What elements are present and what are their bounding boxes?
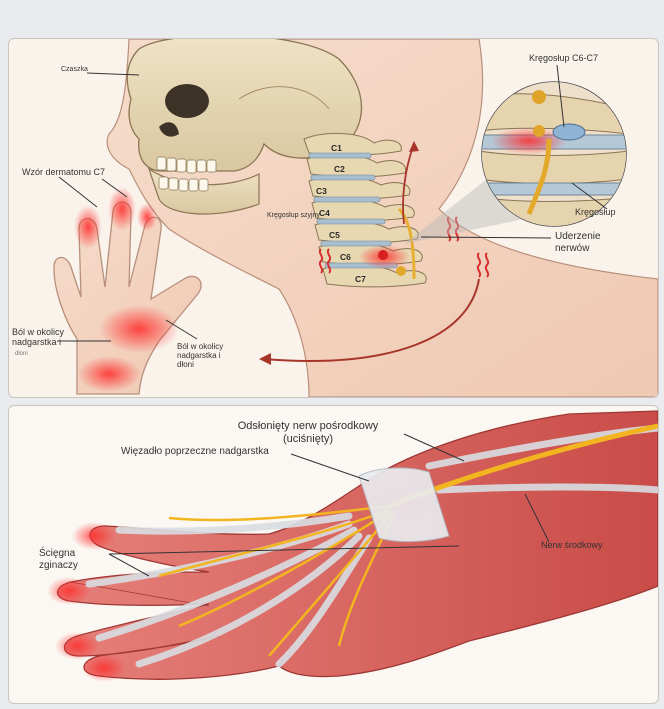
exposed-nerve-label: Odsłonięty nerw pośrodkowy (uciśnięty) [237,420,379,445]
vertebra-c5: C5 [329,230,340,240]
hand-illustration [53,187,202,395]
radiating-pain-arrow [263,278,480,362]
vertebra-c6: C6 [340,252,351,262]
upward-arrow [402,146,414,225]
transverse-carpal-ligament [358,467,450,543]
flexor-tendons [85,424,658,668]
zoom-cone [404,179,524,244]
cervical-spine-label: Kręgosłup szyjny [267,212,320,219]
arrow-head-up-icon [409,141,419,152]
skull-label: Czaszka [61,66,88,73]
wrist-pain-center-label: Ból w okolicy nadgarstka i dłoni [177,342,224,370]
flexor-tendons-label: Ścięgna zginaczy [39,548,78,571]
spine-label: Kręgosłup [575,207,616,217]
vertebra-c3: C3 [316,186,327,196]
vertebra-c1: C1 [331,143,342,153]
median-nerve-label: Nerw środkowy [541,540,603,550]
impingement-label: Uderzenie nerwów [555,231,601,254]
c6-c7-label: Kręgosłup C6-C7 [529,53,599,63]
vertebra-c7: C7 [355,274,366,284]
cervical-spine: C1 C2 C3 C4 C5 C6 C7 [303,132,427,288]
wrist-pain-left-label: Ból w okolicy nadgarstka i [12,327,65,348]
vertebra-c2: C2 [334,164,345,174]
wrist-hand-panel: Odsłonięty nerw pośrodkowy (uciśnięty) W… [8,405,659,704]
arrow-head-left-icon [259,353,271,365]
vertebra-c4: C4 [319,208,330,218]
wrist-pain-left-small: dłoni [15,351,28,357]
c6-c7-inset [481,81,627,227]
dermatome-label: Wzór dermatomu C7 [22,167,106,177]
neck-illustration: C1 C2 C3 C4 C5 C6 C7 [53,39,658,397]
hand-anatomy-illustration [47,410,658,682]
neck-spine-panel: C1 C2 C3 C4 C5 C6 C7 [8,38,659,398]
skull [126,39,362,215]
ligament-label: Więzadło poprzeczne nadgarstka [121,446,269,457]
median-nerve [158,423,658,657]
